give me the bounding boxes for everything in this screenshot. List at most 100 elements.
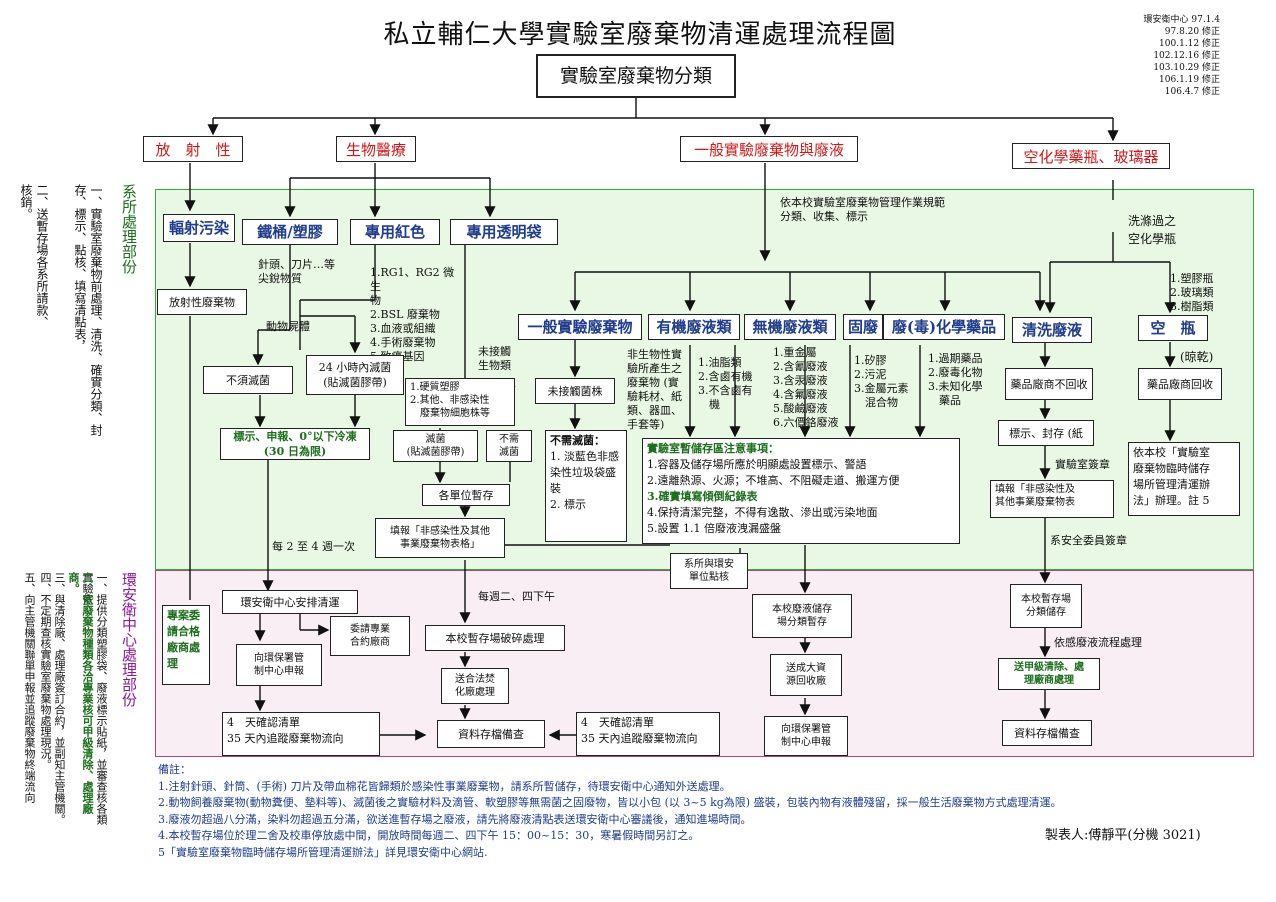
note-line: 3.廢液勿超過八分滿，染料勿超過五分滿，欲送進暫存場之廢液，請先將廢液清點表送環…	[158, 812, 752, 826]
revision-list: 環安衛中心 97.1.4 97.8.20 修正 100.1.12 修正 102.…	[1120, 14, 1221, 98]
revision-line: 102.12.16 修正	[1153, 51, 1220, 61]
note-solid-list: 1.矽膠 2.污泥 3.金屬元素 混合物	[854, 354, 909, 409]
note-line: 4.本校暫存場位於理二舍及校車停放處中間，開放時間每週二、四下午 15：00~1…	[158, 829, 700, 842]
note-policy: 依本校實驗室廢棄物管理作業規範 分類、收集、標示	[780, 196, 945, 223]
notice-item: 1.容器及儲存場所應於明顯處設置標示、警語	[647, 458, 867, 471]
node-uncontact-fungi: 未接觸菌株	[535, 378, 615, 404]
ehs-section-item: 二、依廢棄物種類各洽專業核可甲級清除、處理廠商。	[67, 572, 94, 814]
ehs-section-item: 一、提供分類塑膠袋、廢液標示貼紙，並審查核各類實驗室廢棄物。	[81, 572, 108, 825]
no-sterile-note-title: 不需滅菌：	[550, 434, 605, 447]
revision-line: 106.1.19 修正	[1159, 75, 1220, 85]
node-report-epa: 向環保署管 制中心申報	[236, 644, 322, 686]
note-safety-sign: 系安全委員簽章	[1050, 534, 1127, 547]
node-ehs-arrange: 環安衛中心安排清運	[222, 590, 358, 614]
note-wash-empty: 洗滌過之 空化學瓶	[1128, 214, 1177, 246]
notice-item: 4.保持清潔完整，不得有逸散、滲出或污染地面	[647, 506, 878, 519]
node-crusher: 本校暫存場破碎處理	[425, 625, 565, 651]
node-radwaste: 放射性廢棄物	[157, 289, 247, 315]
node-no-need: 不需 滅菌	[486, 430, 532, 462]
ehs-section-title: 環安衛中心處理部份	[120, 572, 138, 707]
no-sterile-note-item: 1. 淡藍色非感染性垃圾袋盛裝	[550, 450, 619, 495]
dept-section-item: 二、送暫存場各系所請款、核銷。	[19, 184, 49, 328]
note-every-2-4: 每 2 至 4 週一次	[272, 540, 355, 553]
revision-line: 100.1.12 修正	[1159, 39, 1220, 49]
revision-line: 103.10.29 修正	[1153, 63, 1220, 73]
note-red-list: 1.RG1、RG2 微生 物 2.BSL 廢棄物 3.血液或組織 4.手術廢棄物…	[370, 266, 455, 363]
notice-title: 實驗室暫儲存區注意事項：	[647, 442, 779, 455]
note-line: 1.注射針頭、針筒、(手術) 刀片及帶血棉花皆歸類於感染性事業廢棄物，請系所暫儲…	[158, 779, 731, 793]
dept-section-title: 系所處理部份	[120, 184, 138, 274]
node-inorganic: 無機廢液類	[744, 314, 836, 340]
category-bottles: 空化學藥瓶、玻璃器	[1012, 143, 1170, 169]
node-label-seal: 標示、封存 (紙	[998, 420, 1094, 446]
revision-line: 97.8.20 修正	[1164, 27, 1220, 37]
node-red: 專用紅色	[350, 219, 440, 245]
node-form: 填報「非感染性及其他 事業廢棄物表格」	[375, 518, 505, 558]
notes-title: 備註：	[158, 763, 191, 776]
note-toxic-list: 1.過期藥品 2.廢毒化物 3.未知化學 藥品	[928, 352, 983, 407]
node-freeze: 標示、申報、0°以下冷凍(30 日為限)	[220, 428, 370, 460]
ehs-section-item: 五、向主管機關聯單申報並追蹤廢棄物終端流向	[23, 572, 36, 803]
node-wash-liquid: 清洗廢液	[1012, 317, 1092, 343]
note-lab-sign: 實驗室簽章	[1055, 458, 1110, 471]
node-records: 資料存檔備查	[437, 720, 545, 748]
node-records2: 資料存檔備查	[1002, 720, 1092, 746]
node-clear-list: 1.硬質塑膠 2.其他、非感染性 廢棄物細胞株等	[405, 378, 515, 426]
node-vendor-yes: 藥品廠商回收	[1138, 368, 1222, 400]
dept-section-item: 一、實驗室廢棄物前處理、清洗、確實分類、封存、標示、點核、填寫清點表，	[73, 184, 103, 436]
ehs-section-item: 四、不定期查核實驗室廢棄物處理現況。	[39, 572, 52, 770]
node-organic: 有機廢液類	[648, 314, 740, 340]
node-notice: 實驗室暫儲存區注意事項： 1.容器及儲存場所應於明顯處設置標示、警語 2.遠離熱…	[642, 438, 960, 544]
note-line: 5「實驗室廢棄物臨時儲存場所管理清運辦法」詳見環安衛中心網站.	[158, 845, 488, 859]
note-tue-thu: 每週二、四下午	[478, 590, 555, 603]
node-temp-rules: 依本校「實驗室 廢棄物臨時儲存 場所管理清運辦 法」辦理。註 5	[1128, 442, 1240, 516]
note-air-dry: (晾乾)	[1180, 350, 1214, 364]
node-empty: 空 瓶	[1138, 315, 1208, 341]
revision-line: 106.4.7 修正	[1164, 87, 1220, 97]
root-node: 實驗室廢棄物分類	[536, 54, 736, 98]
node-iron: 鐵桶/塑膠	[242, 219, 338, 245]
node-dept-check: 系所與環安 單位點核	[670, 553, 748, 589]
node-radiation: 輻射污染	[163, 214, 235, 242]
category-radioactive: 放 射 性	[143, 136, 243, 162]
node-liquid-store: 本校廢液儲存 場分類暫存	[752, 594, 852, 638]
note-inorganic-list: 1.重金屬 2.含氰廢液 3.含汞廢液 4.含氟廢液 5.酸鹼廢液 6.六價鉻廢…	[773, 346, 839, 429]
node-toxic: 廢(毒)化學藥品	[883, 314, 1005, 340]
node-contract: 委請專業 合約廠商	[330, 616, 410, 656]
node-no-sterile-note: 不需滅菌： 1. 淡藍色非感染性垃圾袋盛裝 2. 標示	[545, 430, 627, 542]
notice-item: 3.確實填寫傾倒紀錄表	[647, 490, 758, 503]
node-report-form: 填報「非感染性及 其他事業廢棄物表	[990, 480, 1114, 518]
node-confirm4b: 4 天確認清單 35 天內追蹤廢棄物流向	[576, 712, 720, 756]
node-sterilize: 滅菌 (貼滅菌膠帶)	[393, 430, 478, 462]
note-organic-list: 1.油脂類 2.含鹵有機 3.不含鹵有 機	[698, 356, 753, 411]
notes: 備註： 1.注射針頭、針筒、(手術) 刀片及帶血棉花皆歸類於感染性事業廢棄物，請…	[158, 762, 1238, 861]
note-animal: 動物屍體	[266, 320, 310, 333]
node-vendor-no: 藥品廠商不回收	[1005, 368, 1093, 400]
node-chem-store: 本校暫存場 分類儲存	[1010, 584, 1082, 628]
revision-line: 環安衛中心 97.1.4	[1143, 15, 1221, 25]
note-sharps: 針頭、刀片…等 尖銳物質	[258, 258, 335, 285]
node-send-a: 送甲級清除、處 理廠商處理	[998, 658, 1100, 690]
notice-item: 2.遠離熱源、火源；不堆高、不阻礙走道、搬運方便	[647, 474, 900, 487]
category-general: 一般實驗廢棄物與廢液	[680, 136, 858, 162]
node-general-lab: 一般實驗廢棄物	[518, 314, 642, 340]
node-no-sterile: 不須滅菌	[203, 366, 293, 394]
note-by-liquid: 依感廢液流程處理	[1054, 636, 1142, 649]
page-title: 私立輔仁大學實驗室廢棄物清運處理流程圖	[383, 20, 897, 50]
note-uncontact-bio: 未接觸 生物類	[478, 345, 511, 372]
node-solid: 固廢	[843, 314, 883, 340]
node-confirm4: 4 天確認清單 35 天內追蹤廢棄物流向	[222, 712, 380, 756]
note-bottle-list: 1.塑膠瓶 2.玻璃類 3.樹脂類	[1170, 272, 1214, 313]
node-incinerate: 送合法焚 化廠處理	[441, 668, 509, 704]
notice-item: 5.設置 1.1 倍廢液洩漏盛盤	[647, 522, 781, 535]
note-line: 2.動物飼養廢棄物(動物糞便、墊料等)、滅菌後之實驗材料及滴管、軟塑膠等無需菌之…	[158, 796, 1062, 809]
node-special-vendor: 專案委 請合格 廠商處 理	[162, 605, 210, 685]
node-unit-store: 各單位暫存	[422, 484, 510, 506]
category-biomedical: 生物醫療	[336, 136, 416, 162]
no-sterile-note-item: 2. 標示	[550, 498, 586, 511]
node-clear: 專用透明袋	[450, 219, 558, 245]
node-resource: 送成大資 源回收廠	[770, 654, 842, 696]
note-nonbio: 非生物性實 驗所產生之 廢棄物 (實 驗耗材、紙 類、器皿、 手套等)	[627, 348, 682, 431]
maker: 製表人:傅靜平(分機 3021)	[1045, 828, 1201, 843]
node-sterile24: 24 小時內滅菌 (貼滅菌膠帶)	[306, 355, 404, 395]
